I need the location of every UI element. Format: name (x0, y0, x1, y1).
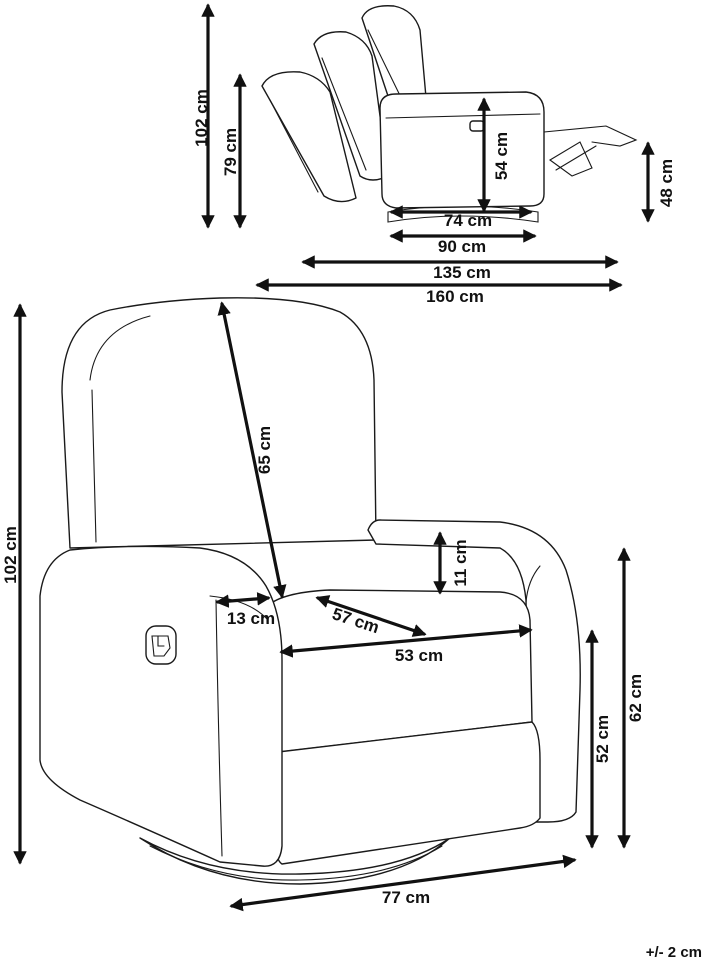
front-armrest-width-label: 13 cm (227, 609, 275, 628)
front-armrest-width-line (215, 592, 271, 608)
front-seat-width-label: 53 cm (395, 646, 443, 665)
front-backrest-height-line (217, 301, 287, 599)
side-partial-recline-label: 135 cm (433, 263, 491, 282)
side-back-height-label: 79 cm (221, 128, 240, 176)
front-armrest-height-label: 62 cm (626, 674, 645, 722)
front-total-width-line (229, 854, 577, 912)
front-total-width-label: 77 cm (382, 888, 430, 907)
front-armrest-above-seat-label: 11 cm (451, 539, 470, 586)
side-total-height-label: 102 cm (192, 89, 211, 147)
side-armrest-height-label: 54 cm (492, 132, 511, 180)
side-seated-depth-label: 90 cm (438, 237, 486, 256)
front-seat-width-line (279, 624, 533, 658)
front-seat-height-label: 52 cm (593, 715, 612, 763)
tolerance-note: +/- 2 cm (646, 944, 702, 961)
front-total-height-label: 102 cm (1, 526, 20, 584)
front-view-chair-drawing (39, 297, 581, 885)
recline-button-icon (145, 625, 177, 665)
side-footrest-height-label: 48 cm (657, 159, 676, 207)
side-base-diameter-label: 74 cm (444, 211, 492, 230)
front-backrest-height-label: 65 cm (255, 426, 274, 474)
side-full-recline-label: 160 cm (426, 287, 484, 306)
side-view-chair-drawing (261, 5, 638, 223)
